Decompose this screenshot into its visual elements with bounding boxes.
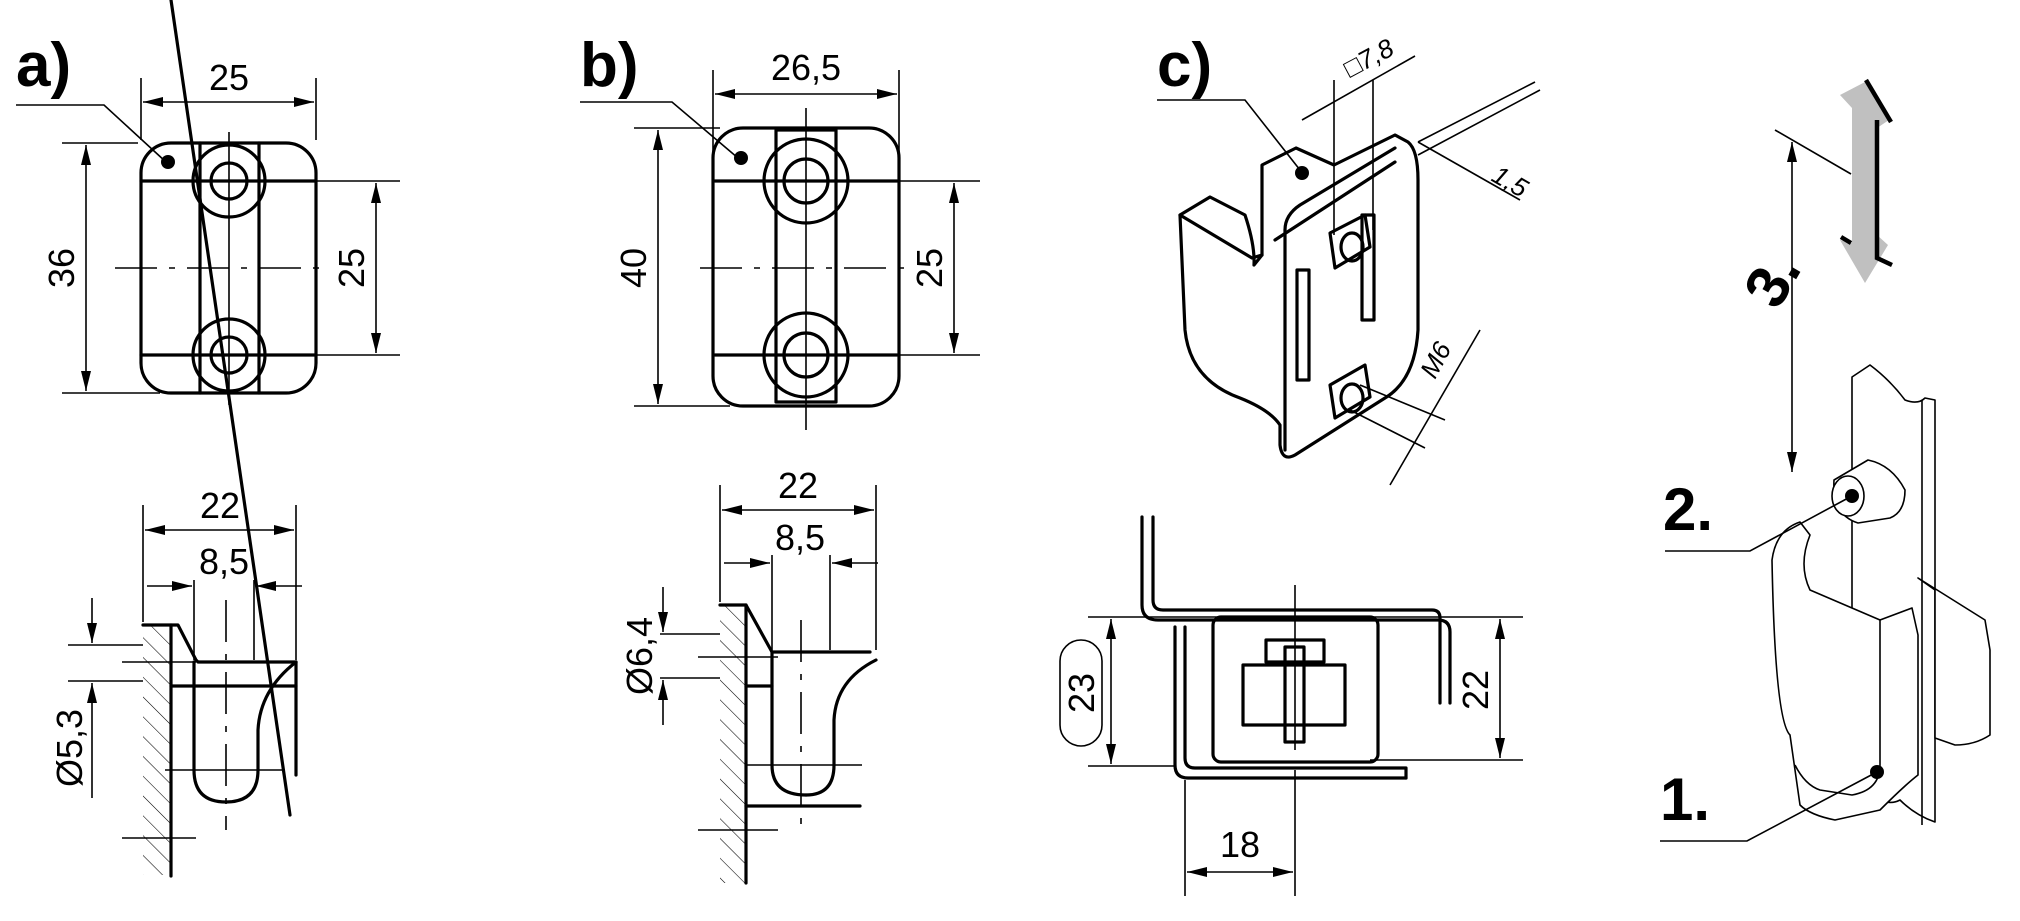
dim-a-slot-offset: 8,5 [199,541,249,582]
dim-c-sheet-thickness: 1,5 [1487,159,1534,203]
view-c-leader [1157,99,1301,171]
view-a-front [115,132,330,405]
step-1-leader [1660,772,1876,842]
dim-c-inner-height: 22 [1455,670,1496,710]
assembly-view: 3. 2. 1. [1660,78,1991,842]
dim-a-hole-spacing: 25 [331,248,372,288]
dim-b-depth: 22 [778,465,818,506]
dim-c-square-nut: □7,8 [1339,32,1399,83]
view-c-section [1140,515,1452,780]
dim-b-hole-spacing: 25 [909,248,950,288]
leader-dot [1295,166,1309,180]
dim-a-height: 36 [41,248,82,288]
dim-a-depth: 22 [200,485,240,526]
view-c-label: c) [1157,31,1212,100]
view-a-side [122,0,298,878]
leader-dot [161,155,175,169]
dim-c-mount-height: 23 [1061,673,1102,713]
dim-a-hole-diameter: Ø5,3 [49,709,90,787]
step-3-label: 3. [1731,241,1814,318]
view-a-leader [16,104,167,163]
dim-b-height: 40 [613,248,654,288]
view-a: a) 25 36 25 [16,0,400,878]
view-c: c) □7,8 1,5 M6 [1059,31,1541,896]
dim-b-slot-offset: 8,5 [775,517,825,558]
step-2-leader [1665,496,1851,552]
dim-a-width: 25 [209,57,249,98]
motion-arrow-icon [1840,82,1889,283]
view-b-label: b) [580,31,639,100]
step-2-label: 2. [1663,476,1713,543]
step-1-label: 1. [1660,766,1710,833]
view-b-leader [580,101,739,159]
dim-c-offset: 18 [1220,824,1260,865]
view-b: b) 26,5 40 25 [580,31,980,885]
view-a-label: a) [16,31,71,100]
leader-dot [1870,765,1884,779]
leader-dot [734,151,748,165]
dim-b-width: 26,5 [771,47,841,88]
view-b-side [698,603,878,885]
dim-b-hole-diameter: Ø6,4 [619,617,660,695]
reference-dim-frame [1059,639,1103,747]
dim-c-thread: M6 [1414,336,1458,382]
view-b-front [700,108,915,430]
view-c-isometric [1178,133,1420,459]
